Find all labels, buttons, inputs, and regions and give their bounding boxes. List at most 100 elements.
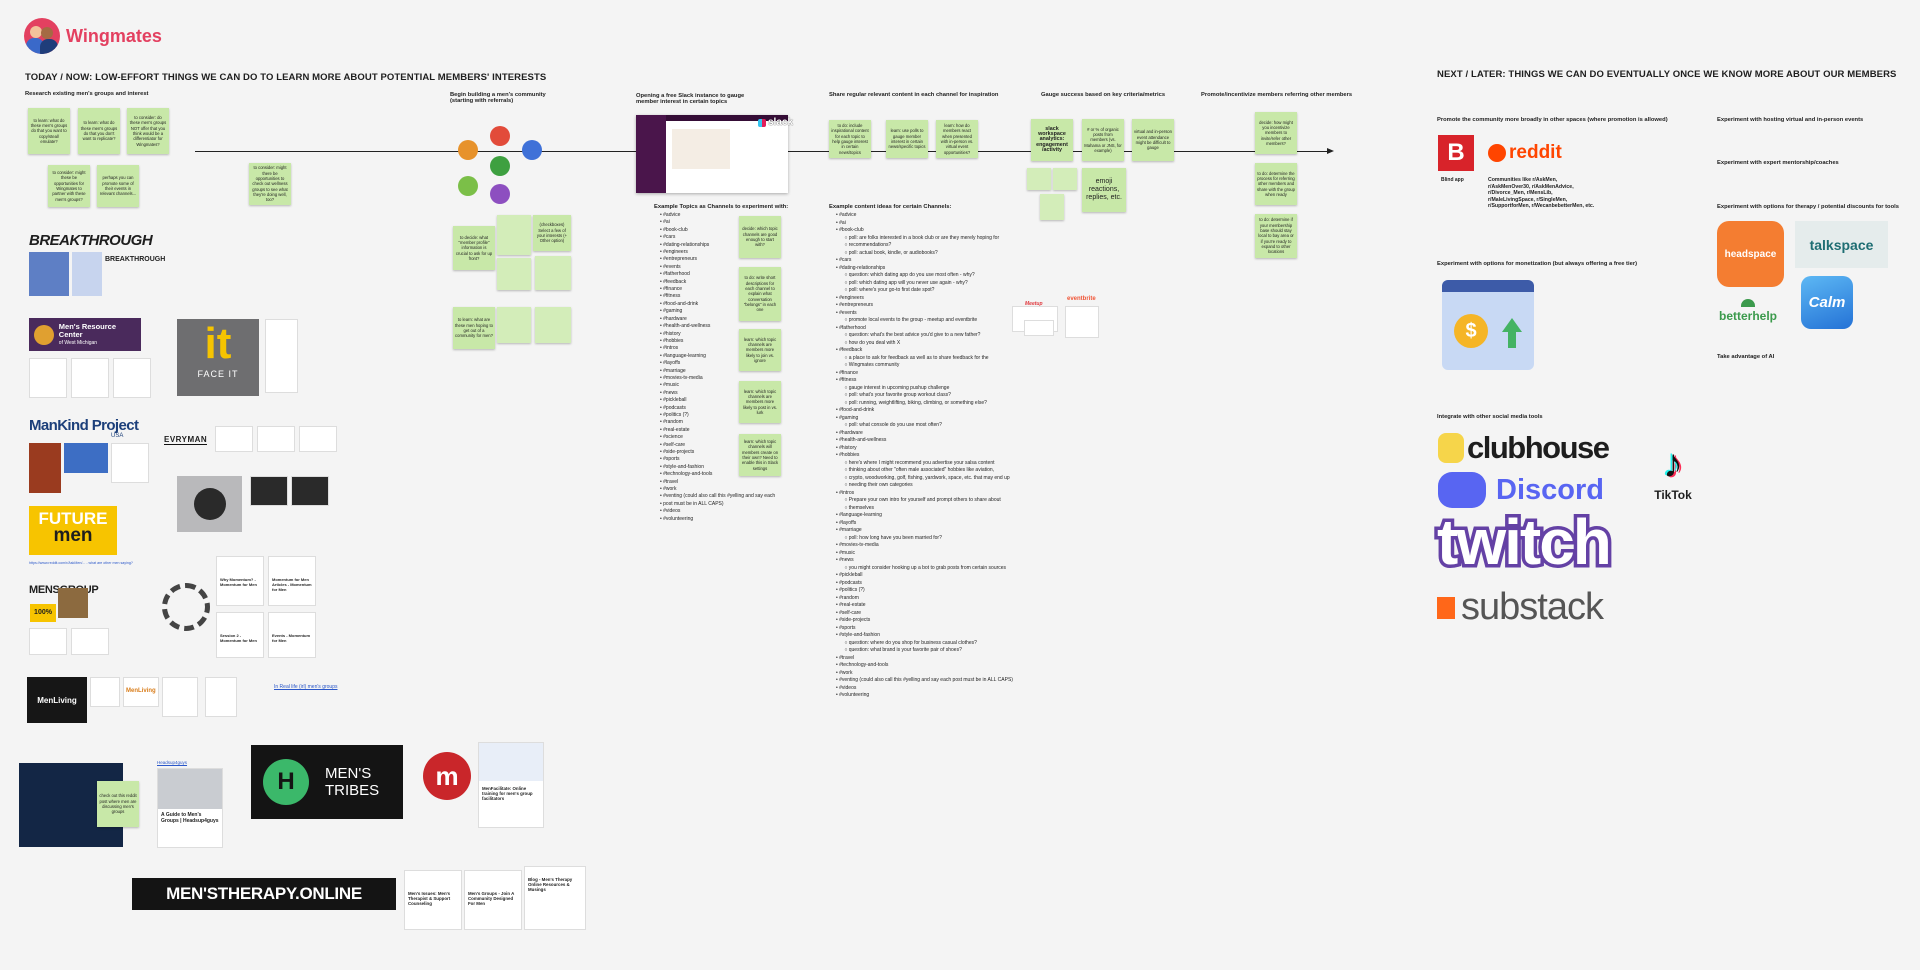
mrc-thumb-2[interactable] — [71, 358, 109, 398]
evryman-thumb-2[interactable] — [257, 426, 295, 452]
eventbrite-logo[interactable]: eventbrite — [1067, 296, 1096, 302]
eventbrite-screenshot[interactable] — [1065, 306, 1099, 338]
sticky-g4[interactable]: emoji reactions, replies, etc. — [1082, 168, 1126, 212]
menliving-thumb-4[interactable] — [205, 677, 237, 717]
evryman-thumb-1[interactable] — [215, 426, 253, 452]
sticky-b2-detail[interactable] — [497, 215, 531, 255]
alliance-thumb-2[interactable] — [291, 476, 329, 506]
mensgroup-badge-icon[interactable]: 100% — [30, 604, 56, 622]
mrc-thumb-1[interactable] — [29, 358, 67, 398]
monetization-illustration[interactable]: $ — [1442, 280, 1534, 370]
sticky-s3[interactable]: learn: which topic channels are members … — [739, 329, 781, 371]
sticky-p1[interactable]: decide: how might you incentivize member… — [1255, 112, 1297, 154]
sticky-g2[interactable]: # or % of organic posts from members (vs… — [1082, 119, 1124, 161]
mensgroup-thumb-2[interactable] — [29, 628, 67, 655]
sticky-reddit-post[interactable]: check out this reddit post where men are… — [97, 781, 139, 827]
irl-groups-link[interactable]: In Real life (irl) men's groups — [274, 684, 338, 690]
mankind-thumb-3[interactable] — [111, 443, 149, 483]
breakthrough-logo[interactable]: BREAKTHROUGH — [29, 232, 153, 249]
tiktok-logo[interactable]: ♪ TikTok — [1650, 442, 1696, 504]
sticky-s1[interactable]: decide: which topic channels are good en… — [739, 216, 781, 258]
mens-tribes-logo[interactable]: H MEN'S TRIBES — [251, 745, 403, 819]
therapy-card-2[interactable]: Men's Groups - Join A Community Designed… — [464, 870, 522, 930]
sticky-s5[interactable]: learn: which topic channels will members… — [739, 434, 781, 476]
alliance-thumb-1[interactable] — [250, 476, 288, 506]
sticky-b2-detail-3[interactable] — [535, 256, 571, 290]
momentum-card-2[interactable]: Momentum for Men Articles - Momentum for… — [268, 556, 316, 606]
sticky-b3[interactable]: to learn: what are these men hoping to g… — [453, 307, 495, 349]
breakthrough-thumb-2[interactable] — [72, 252, 102, 296]
sticky-b2[interactable]: (checkboxes) Select a few of your intere… — [533, 215, 571, 251]
sticky-b3-detail[interactable] — [497, 307, 531, 343]
mankind-thumb-1[interactable] — [29, 443, 61, 493]
talkspace-logo[interactable]: talkspace — [1795, 221, 1888, 268]
app-logo[interactable]: Wingmates — [24, 18, 162, 54]
sticky-s4[interactable]: learn: which topic channels are members … — [739, 381, 781, 423]
mankind-logo[interactable]: ManKind Project USA — [29, 417, 139, 439]
menliving-thumb-2[interactable]: MenLiving — [123, 677, 159, 707]
sticky-g1-detail-3[interactable] — [1040, 194, 1064, 220]
future-men-logo[interactable]: FUTURE men — [29, 506, 117, 555]
headsup-link[interactable]: Headsup4guys — [157, 760, 188, 765]
mankind-thumb-2[interactable] — [64, 443, 108, 473]
sticky-b3-detail-2[interactable] — [535, 307, 571, 343]
sticky-r4[interactable]: to consider: might these be opportunitie… — [48, 165, 90, 207]
menliving-thumb-1[interactable] — [90, 677, 120, 707]
sticky-r3[interactable]: to consider: do these men's groups NOT o… — [127, 108, 169, 154]
mensgroup-thumb-3[interactable] — [71, 628, 109, 655]
topic-item: • #pickleball — [660, 397, 687, 404]
sticky-p3[interactable]: to do: determine if your membership base… — [1255, 214, 1297, 258]
clubhouse-logo[interactable]: clubhouse — [1438, 430, 1610, 466]
future-men-urls[interactable]: https://www.reddit.com/r/AskMen/... - wh… — [29, 561, 133, 565]
faceit-thumb-1[interactable] — [265, 319, 298, 393]
meetup-screenshot-2[interactable] — [1024, 320, 1054, 336]
menfacilitate-card[interactable]: MenFacilitate: Online training for men's… — [478, 742, 544, 828]
sticky-g3[interactable]: virtual and in-person event attendance m… — [1132, 119, 1174, 161]
sticky-b1[interactable]: to decide: what "member profile" informa… — [453, 226, 495, 270]
sticky-s2[interactable]: to do: write short descriptions for each… — [739, 267, 781, 321]
mensgroup-thumb[interactable] — [58, 588, 88, 618]
sticky-r1[interactable]: to learn: what do these men's groups do … — [28, 108, 70, 154]
member-network[interactable] — [450, 118, 550, 208]
sticky-b2-detail-2[interactable] — [497, 258, 531, 290]
headspace-logo[interactable]: headspace — [1717, 221, 1784, 287]
twitch-logo[interactable]: twitch — [1434, 505, 1616, 580]
menfacilitate-logo-icon[interactable]: m — [423, 752, 471, 800]
momentum-card-4[interactable]: Events - Momentum for Men — [268, 612, 316, 658]
therapy-card-3[interactable]: Blog - Men's Therapy Online Resources & … — [524, 866, 586, 930]
mens-therapy-logo[interactable]: MEN'STHERAPY.ONLINE — [132, 878, 396, 910]
blind-logo[interactable]: B — [1438, 135, 1474, 171]
alliance-logo[interactable] — [177, 476, 242, 532]
meetup-screenshot[interactable]: Meetup — [1012, 301, 1058, 332]
sticky-g1[interactable]: slack workspace analytics: engagement /a… — [1031, 119, 1073, 161]
guide-card[interactable]: A Guide to Men's Groups | Headsup4guys — [157, 768, 223, 848]
mrc-thumb-3[interactable] — [113, 358, 151, 398]
slack-logo[interactable]: slack — [758, 117, 793, 128]
evryman-logo[interactable]: EVRYMAN — [164, 435, 208, 445]
sticky-c3[interactable]: learn: how do members react when present… — [936, 120, 978, 158]
sticky-c2[interactable]: learn: use polls to gauge member interes… — [886, 120, 928, 158]
sticky-g1-detail-2[interactable] — [1053, 168, 1077, 190]
sticky-r2[interactable]: to learn: what do these men's groups do … — [78, 108, 120, 154]
menliving-thumb-3[interactable] — [162, 677, 198, 717]
momentum-logo[interactable] — [162, 583, 210, 631]
sticky-p2[interactable]: to do: determine the process for referri… — [1255, 163, 1297, 205]
substack-logo[interactable]: substack — [1437, 586, 1604, 629]
sticky-r6[interactable]: to consider: might there be opportunitie… — [249, 163, 291, 205]
reddit-logo[interactable]: reddit — [1488, 142, 1562, 164]
menliving-logo[interactable]: MenLiving — [27, 677, 87, 723]
slack-screenshot[interactable] — [636, 115, 788, 193]
calm-logo[interactable]: Calm — [1801, 276, 1853, 329]
therapy-card-1[interactable]: Men's Issues: Men's Therapist & Support … — [404, 870, 462, 930]
evryman-thumb-3[interactable] — [299, 426, 337, 452]
sticky-r5[interactable]: perhaps you can promote some of their ev… — [97, 165, 139, 207]
discord-logo[interactable]: Discord — [1438, 472, 1604, 508]
momentum-card-1[interactable]: Why Momentum? - Momentum for Men — [216, 556, 264, 606]
faceit-logo[interactable]: it FACE IT — [177, 319, 259, 396]
breakthrough-thumb[interactable] — [29, 252, 69, 296]
sticky-g1-detail[interactable] — [1027, 168, 1051, 190]
sticky-c1[interactable]: to do: include inspirational content for… — [829, 120, 871, 158]
momentum-card-3[interactable]: Session 2 - Momentum for Men — [216, 612, 264, 658]
betterhelp-logo[interactable]: betterhelp — [1717, 299, 1779, 325]
